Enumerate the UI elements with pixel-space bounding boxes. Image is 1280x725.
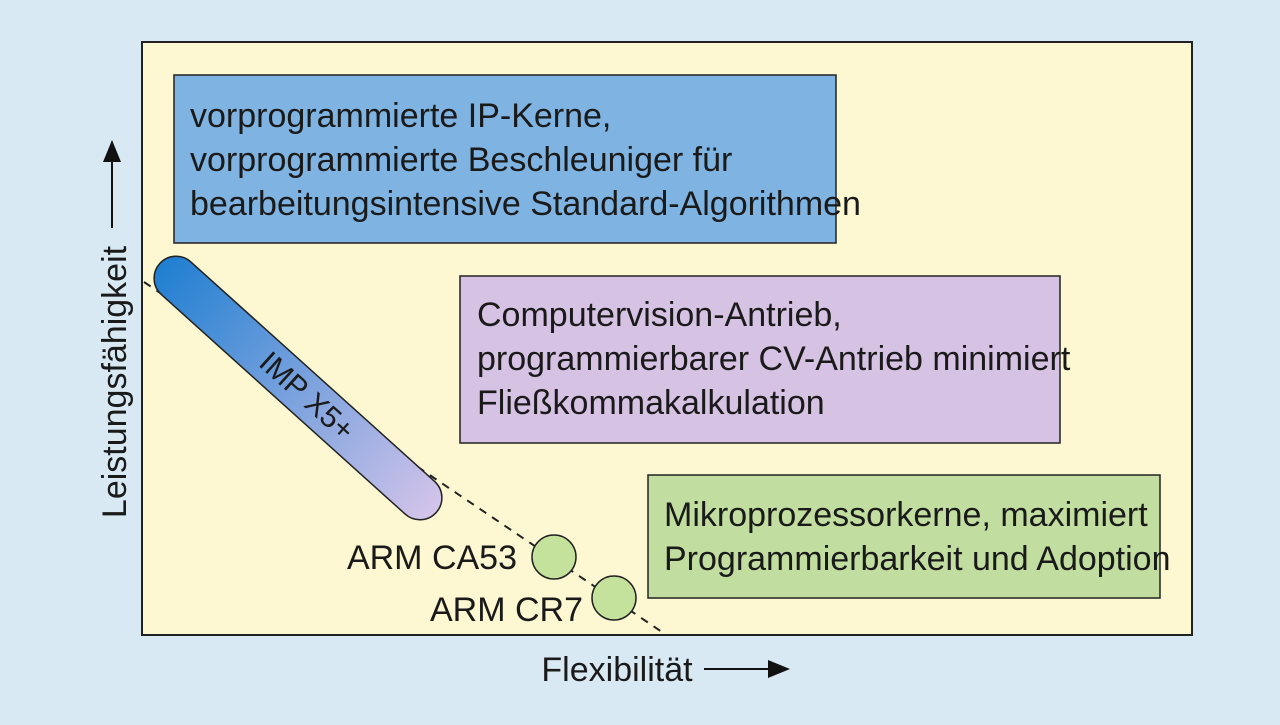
box-computervision-bg: [459, 275, 1061, 444]
box-computervision-line-1: Computervision-Antrieb,: [477, 296, 842, 334]
y-axis-arrow-icon: [103, 140, 121, 162]
box-ip-kerne-line-3: bearbeitungsintensive Standard-Algorithm…: [190, 185, 861, 223]
box-mikroprozessor-bg: [647, 474, 1161, 599]
box-ip-kerne: vorprogrammierte IP-Kerne, vorprogrammie…: [173, 74, 861, 244]
box-mikroprozessor: Mikroprozessorkerne, maximiert Programmi…: [647, 474, 1171, 599]
box-mikroprozessor-line-1: Mikroprozessorkerne, maximiert: [664, 496, 1148, 534]
box-ip-kerne-line-1: vorprogrammierte IP-Kerne,: [190, 97, 611, 135]
imp-x5-pill-shape: [153, 255, 443, 521]
box-ip-kerne-line-2: vorprogrammierte Beschleuniger für: [190, 141, 732, 179]
x-axis-arrow-icon: [768, 660, 790, 678]
box-computervision: Computervision-Antrieb, programmierbarer…: [459, 275, 1071, 444]
y-axis-label: Leistungsfähigkeit: [96, 245, 134, 518]
box-computervision-line-2: programmierbarer CV-Antrieb minimiert: [477, 340, 1071, 378]
arm-ca53-marker: [531, 534, 577, 580]
box-ip-kerne-bg: [173, 74, 837, 244]
arm-cr7-marker: [591, 575, 637, 621]
box-mikroprozessor-line-2: Programmierbarkeit und Adoption: [664, 540, 1171, 578]
x-axis-label: Flexibilität: [541, 651, 693, 689]
box-computervision-line-3: Fließkommakalkulation: [477, 384, 825, 422]
arm-ca53-label: ARM CA53: [347, 539, 517, 577]
arm-cr7-label: ARM CR7: [430, 591, 583, 629]
